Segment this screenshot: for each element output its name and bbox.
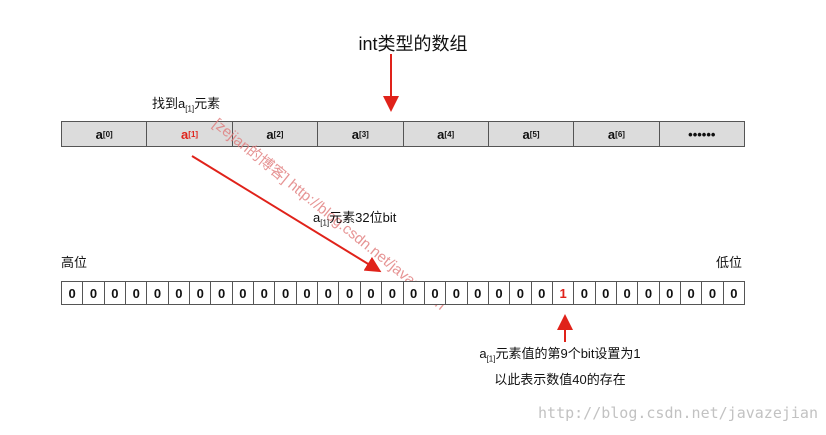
bit-cell: 0	[468, 282, 489, 304]
bit-cell: 0	[730, 285, 738, 301]
bit-cell: 0	[254, 282, 276, 304]
bit-cell: 0	[297, 282, 319, 304]
bit-cell: 0	[211, 282, 233, 304]
bit-cell: 0	[638, 282, 660, 304]
bit-cell: 0	[532, 282, 553, 304]
array-cell: a[4]	[404, 122, 489, 146]
bit-cell: 0	[62, 282, 84, 304]
bits-label: a[1]元素32位bit	[313, 210, 397, 228]
bit-cell: 0	[361, 282, 383, 304]
bit-cell: 0	[702, 282, 724, 304]
low-bit-label: 低位	[716, 255, 743, 270]
bit-cell: 0	[105, 282, 127, 304]
element-to-bits-arrow	[191, 155, 382, 273]
find-element-label: 找到a[1]元素	[152, 96, 221, 114]
array-cell: a[5]	[489, 122, 575, 146]
array-cell: a[3]	[318, 122, 404, 146]
array-cell: a[6]	[574, 122, 660, 146]
bit-cell: 0	[425, 282, 447, 304]
bit-cell: 0	[339, 282, 361, 304]
bit-cell: 0	[83, 282, 105, 304]
bit-cell: 0	[233, 282, 255, 304]
bit-cell: 0	[489, 282, 511, 304]
bit-cell: 0	[681, 282, 703, 304]
bit-cell: 0	[446, 282, 468, 304]
array-cell: a[1]	[147, 122, 233, 146]
array-cell: a[2]	[233, 122, 319, 146]
bit-set-note-line1: a[1]元素值的第9个bit设置为1	[479, 346, 641, 364]
bit-set-note: a[1]元素值的第9个bit设置为1 以此表示数值40的存在	[430, 344, 690, 390]
bit-cell: 0	[275, 282, 297, 304]
array-cell: ••••••	[688, 126, 716, 142]
diagram-title: int类型的数组	[358, 34, 468, 54]
bit-cell: 1	[553, 282, 575, 304]
bit-cell: 0	[382, 282, 404, 304]
bit-cell: 0	[318, 282, 340, 304]
bit-cell: 0	[574, 282, 596, 304]
bit-cell: 0	[190, 282, 212, 304]
bit-cell: 0	[596, 282, 617, 304]
bit-cell: 0	[147, 282, 169, 304]
bit-cell: 0	[126, 282, 148, 304]
footer-watermark: http://blog.csdn.net/javazejian	[538, 404, 818, 422]
bit-cell: 0	[169, 282, 191, 304]
int-array-row: a[0]a[1]a[2]a[3]a[4]a[5]a[6] ••••••	[61, 121, 745, 147]
high-bit-label: 高位	[61, 255, 88, 270]
bit-cell: 0	[617, 282, 639, 304]
bit-cell: 0	[404, 282, 425, 304]
bit-set-note-line2: 以此表示数值40的存在	[494, 371, 626, 387]
array-cell: a[0]	[62, 122, 148, 146]
bit-cell: 0	[660, 282, 681, 304]
bit-cell: 0	[510, 282, 532, 304]
